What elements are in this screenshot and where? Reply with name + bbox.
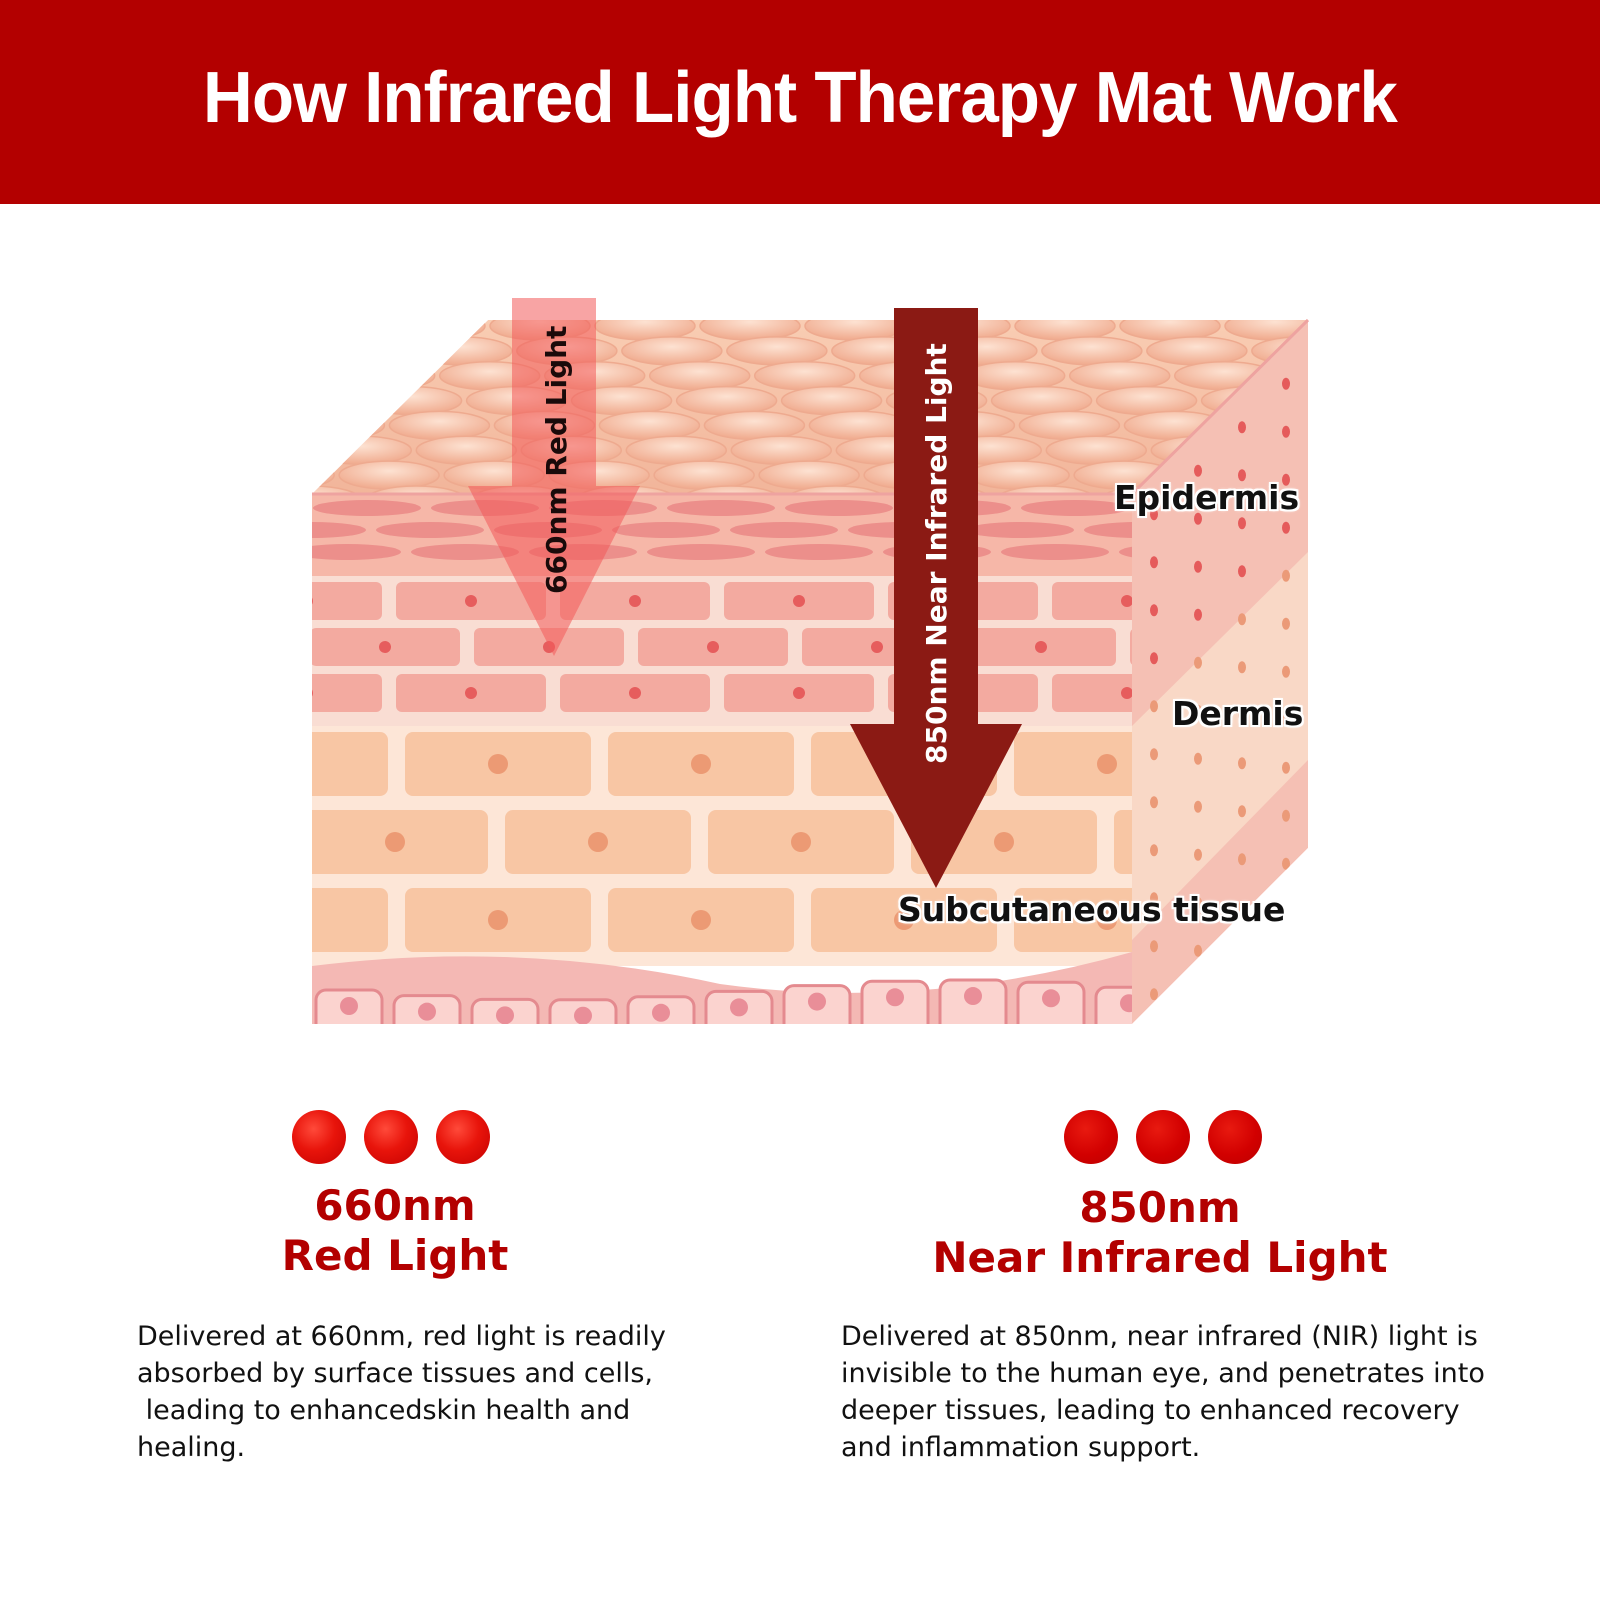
red-light-wavelength: 660nm <box>314 1181 476 1230</box>
red-dot <box>436 1110 490 1164</box>
nir-dot <box>1064 1110 1118 1164</box>
red-light-arrow <box>468 298 640 656</box>
nir-dot <box>1136 1110 1190 1164</box>
nir-light-wavelength: 850nm <box>1079 1183 1241 1232</box>
red-desc-line: healing. <box>137 1432 246 1463</box>
dermis-label: Dermis <box>1172 694 1304 733</box>
red-light-arrow-label: 660nm Red Light <box>540 325 573 594</box>
nir-light-description: Delivered at 850nm, near infrared (NIR) … <box>841 1318 1485 1466</box>
red-light-description: Delivered at 660nm, red light is readily… <box>137 1318 666 1466</box>
red-desc-line: Delivered at 660nm, red light is readily <box>137 1321 666 1352</box>
red-light-name: Red Light <box>281 1231 509 1280</box>
skin-layers-diagram <box>312 298 1310 1024</box>
red-desc-line: leading to enhancedskin health and <box>137 1395 631 1426</box>
red-dot <box>364 1110 418 1164</box>
page-title: How Infrared Light Therapy Mat Work <box>202 58 1398 138</box>
red-dot <box>292 1110 346 1164</box>
nir-dot <box>1208 1110 1262 1164</box>
nir-light-arrow <box>850 308 1022 888</box>
nir-desc-line: invisible to the human eye, and penetrat… <box>841 1358 1485 1389</box>
nir-light-heading: 850nm Near Infrared Light <box>880 1183 1440 1283</box>
epidermis-label: Epidermis <box>1114 478 1300 517</box>
nir-light-arrow-label: 850nm Near Infrared Light <box>920 343 953 764</box>
nir-light-dots <box>1064 1110 1262 1164</box>
nir-desc-line: Delivered at 850nm, near infrared (NIR) … <box>841 1321 1478 1352</box>
subcutaneous-label: Subcutaneous tissue <box>898 890 1286 929</box>
red-light-heading: 660nm Red Light <box>200 1181 590 1281</box>
skin-front-face <box>312 494 1132 1024</box>
nir-light-name: Near Infrared Light <box>932 1233 1388 1282</box>
skin-side-face <box>1132 320 1308 1024</box>
nir-desc-line: deeper tissues, leading to enhanced reco… <box>841 1395 1460 1426</box>
header-banner: How Infrared Light Therapy Mat Work <box>0 0 1600 204</box>
red-light-dots <box>292 1110 490 1164</box>
red-desc-line: absorbed by surface tissues and cells, <box>137 1358 653 1389</box>
nir-desc-line: and inflammation support. <box>841 1432 1201 1463</box>
